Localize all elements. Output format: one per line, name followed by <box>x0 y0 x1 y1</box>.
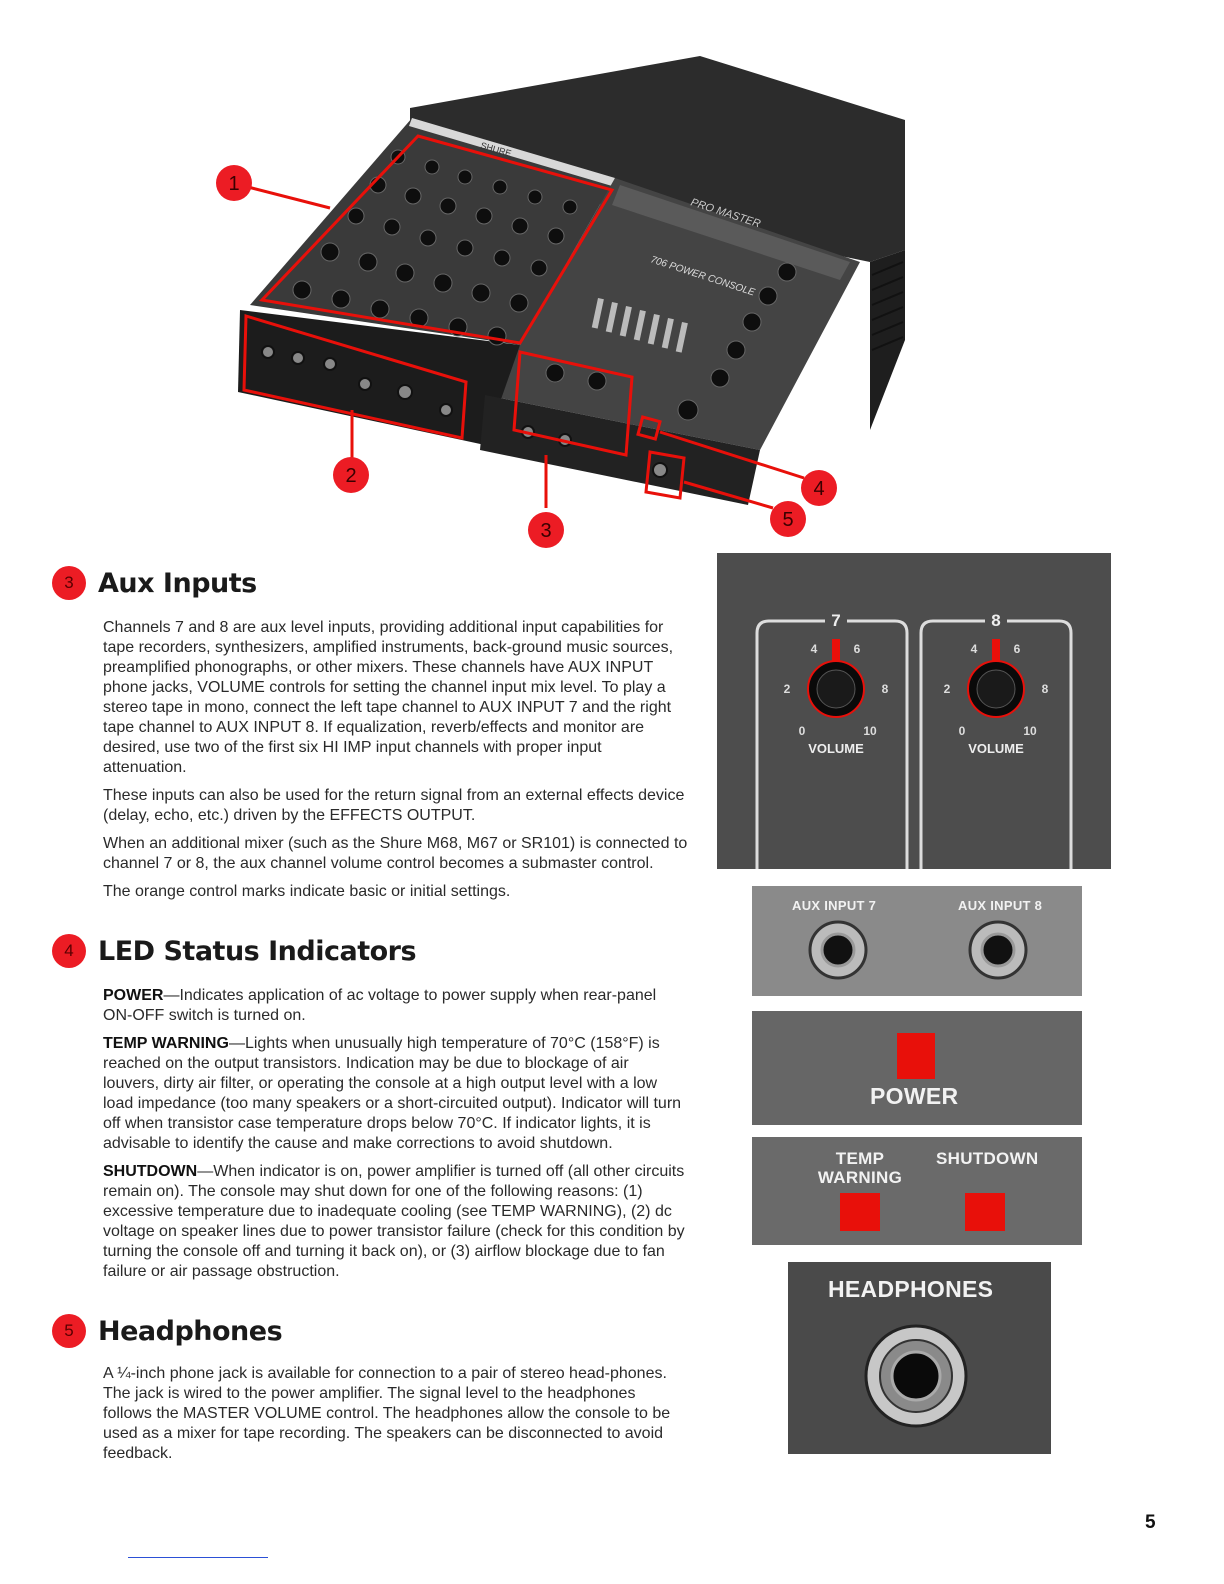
callout-2: 2 <box>345 465 356 487</box>
aux-input-7-label: AUX INPUT 7 <box>792 898 877 913</box>
section-header-headphones: 5 Headphones <box>52 1314 283 1348</box>
scale-0: 0 <box>799 724 806 738</box>
scale-6: 6 <box>1014 642 1021 656</box>
shutdown-label: SHUTDOWN <box>936 1149 1039 1168</box>
scale-8: 8 <box>882 682 889 696</box>
indicator-power-desc: POWER—Indicates application of ac voltag… <box>103 986 688 1026</box>
section-title: Headphones <box>98 1315 283 1347</box>
section-header-led-status: 4 LED Status Indicators <box>52 934 417 968</box>
indicator-temp-desc: TEMP WARNING—Lights when unusually high … <box>103 1034 688 1154</box>
indicator-shutdown-desc: SHUTDOWN—When indicator is on, power amp… <box>103 1162 688 1282</box>
footer-rule <box>128 1557 268 1558</box>
scale-10: 10 <box>863 724 877 738</box>
paragraph: The orange control marks indicate basic … <box>103 883 511 900</box>
scale-10: 10 <box>1023 724 1037 738</box>
scale-6: 6 <box>854 642 861 656</box>
term: POWER <box>103 987 164 1004</box>
headphones-body: A ¼-inch phone jack is available for con… <box>103 1364 688 1472</box>
aux-input-jacks-photo: AUX INPUT 7 AUX INPUT 8 <box>752 886 1082 996</box>
scale-4: 4 <box>971 642 978 656</box>
scale-4: 4 <box>811 642 818 656</box>
temp-warning-label: TEMP WARNING <box>817 1149 903 1187</box>
section-title: LED Status Indicators <box>98 935 417 967</box>
definition: —Lights when unusually high temperature … <box>103 1035 682 1152</box>
term: SHUTDOWN <box>103 1163 198 1180</box>
channel-8-number: 8 <box>991 611 1000 630</box>
scale-8: 8 <box>1042 682 1049 696</box>
led-status-body: POWER—Indicates application of ac voltag… <box>103 986 688 1290</box>
section-title: Aux Inputs <box>98 567 257 599</box>
status-leds-photo: TEMP WARNING SHUTDOWN <box>752 1137 1082 1245</box>
section-badge: 4 <box>52 934 86 968</box>
definition: —Indicates application of ac voltage to … <box>103 987 657 1024</box>
console-illustration: SHURE PRO MASTER 706 POWER CONSOLE <box>216 56 905 548</box>
power-led-indicator <box>897 1033 935 1079</box>
paragraph: Channels 7 and 8 are aux level inputs, p… <box>103 619 674 776</box>
scale-2: 2 <box>784 682 791 696</box>
page-number: 5 <box>1145 1512 1156 1533</box>
scale-2: 2 <box>944 682 951 696</box>
temp-warning-led <box>840 1193 880 1231</box>
callout-4: 4 <box>813 478 824 500</box>
shutdown-led <box>965 1193 1005 1231</box>
callout-5: 5 <box>782 509 793 531</box>
volume-controls-drawing: 7 8 0 2 4 6 8 10 VOLUME 0 2 4 6 8 10 VOL… <box>755 611 1073 869</box>
definition: —When indicator is on, power amplifier i… <box>103 1163 685 1280</box>
paragraph: When an additional mixer (such as the Sh… <box>103 835 688 872</box>
aux-inputs-body: Channels 7 and 8 are aux level inputs, p… <box>103 618 688 910</box>
paragraph: A ¼-inch phone jack is available for con… <box>103 1365 671 1462</box>
headphones-jack-photo: HEADPHONES <box>788 1262 1051 1454</box>
channel-7-number: 7 <box>831 611 840 630</box>
callout-1: 1 <box>228 173 239 195</box>
volume-controls-photo: 7 8 0 2 4 6 8 10 VOLUME 0 2 4 6 8 10 VOL… <box>717 553 1111 869</box>
term: TEMP WARNING <box>103 1035 229 1052</box>
power-label: POWER <box>870 1083 959 1109</box>
volume-label-8: VOLUME <box>968 741 1024 756</box>
section-header-aux-inputs: 3 Aux Inputs <box>52 566 257 600</box>
scale-0: 0 <box>959 724 966 738</box>
volume-label-7: VOLUME <box>808 741 864 756</box>
section-badge: 3 <box>52 566 86 600</box>
paragraph: These inputs can also be used for the re… <box>103 787 685 824</box>
aux-input-8-label: AUX INPUT 8 <box>958 898 1043 913</box>
headphones-label: HEADPHONES <box>828 1276 994 1302</box>
callout-3: 3 <box>540 520 551 542</box>
power-led-photo: POWER <box>752 1011 1082 1125</box>
section-badge: 5 <box>52 1314 86 1348</box>
